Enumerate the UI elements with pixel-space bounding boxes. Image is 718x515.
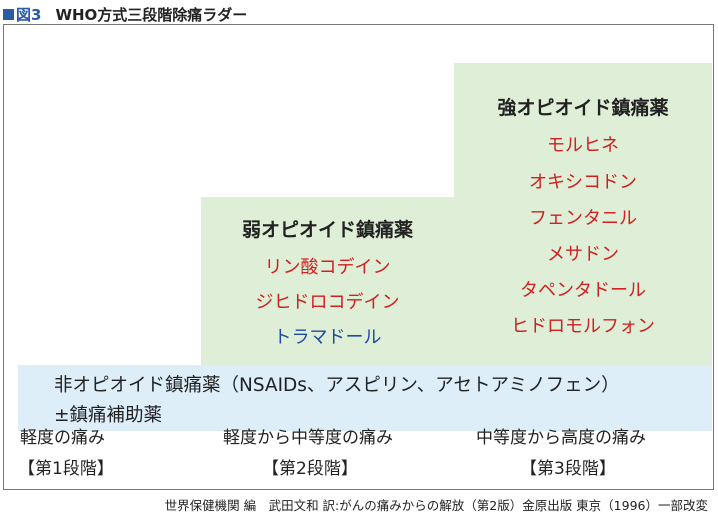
non-opioid-box: 非オピオイド鎮痛薬（NSAIDs、アスピリン、アセトアミノフェン） ±鎮痛補助薬 <box>18 365 712 431</box>
step-1-label: 【第1段階】 <box>18 459 114 479</box>
weak-opioid-box: 弱オピオイド鎮痛薬 リン酸コデイン ジヒドロコデイン トラマドール <box>201 197 454 365</box>
non-opioid-line: 非オピオイド鎮痛薬（NSAIDs、アスピリン、アセトアミノフェン） <box>54 375 620 396</box>
weak-opioid-drug: トラマドール <box>273 327 382 348</box>
weak-opioid-drug: ジヒドロコデイン <box>255 292 400 313</box>
step-1-pain-level: 軽度の痛み <box>20 428 105 448</box>
strong-opioid-drug: メサドン <box>547 244 619 265</box>
source-citation: 世界保健機関 編 武田文和 訳:がんの痛みからの解放（第2版）金原出版 東京（1… <box>164 498 708 513</box>
weak-opioid-drug: リン酸コデイン <box>264 257 391 278</box>
figure-title-row: 図3 WHO方式三段階除痛ラダー <box>3 3 247 25</box>
diagram-frame: 強オピオイド鎮痛薬 モルヒネ オキシコドン フェンタニル メサドン タペンタドー… <box>3 24 714 490</box>
strong-opioid-drug: フェンタニル <box>529 208 637 229</box>
step-2-label: 【第2段階】 <box>262 459 358 479</box>
step-2-pain-level: 軽度から中等度の痛み <box>223 428 393 448</box>
figure-title: WHO方式三段階除痛ラダー <box>55 5 248 24</box>
step-3-pain-level: 中等度から高度の痛み <box>476 428 646 448</box>
strong-opioid-drug: モルヒネ <box>547 135 619 156</box>
figure-label: 図3 <box>16 5 42 24</box>
strong-opioid-box: 強オピオイド鎮痛薬 モルヒネ オキシコドン フェンタニル メサドン タペンタドー… <box>454 63 712 365</box>
strong-opioid-drug: ヒドロモルフォン <box>511 316 655 337</box>
step-3-label: 【第3段階】 <box>520 459 616 479</box>
strong-opioid-drug: オキシコドン <box>529 172 637 193</box>
square-bullet-icon <box>3 8 14 20</box>
adjuvant-line: ±鎮痛補助薬 <box>54 405 163 426</box>
weak-opioid-title: 弱オピオイド鎮痛薬 <box>241 219 413 241</box>
strong-opioid-title: 強オピオイド鎮痛薬 <box>497 97 669 119</box>
strong-opioid-drug: タペンタドール <box>520 280 646 301</box>
